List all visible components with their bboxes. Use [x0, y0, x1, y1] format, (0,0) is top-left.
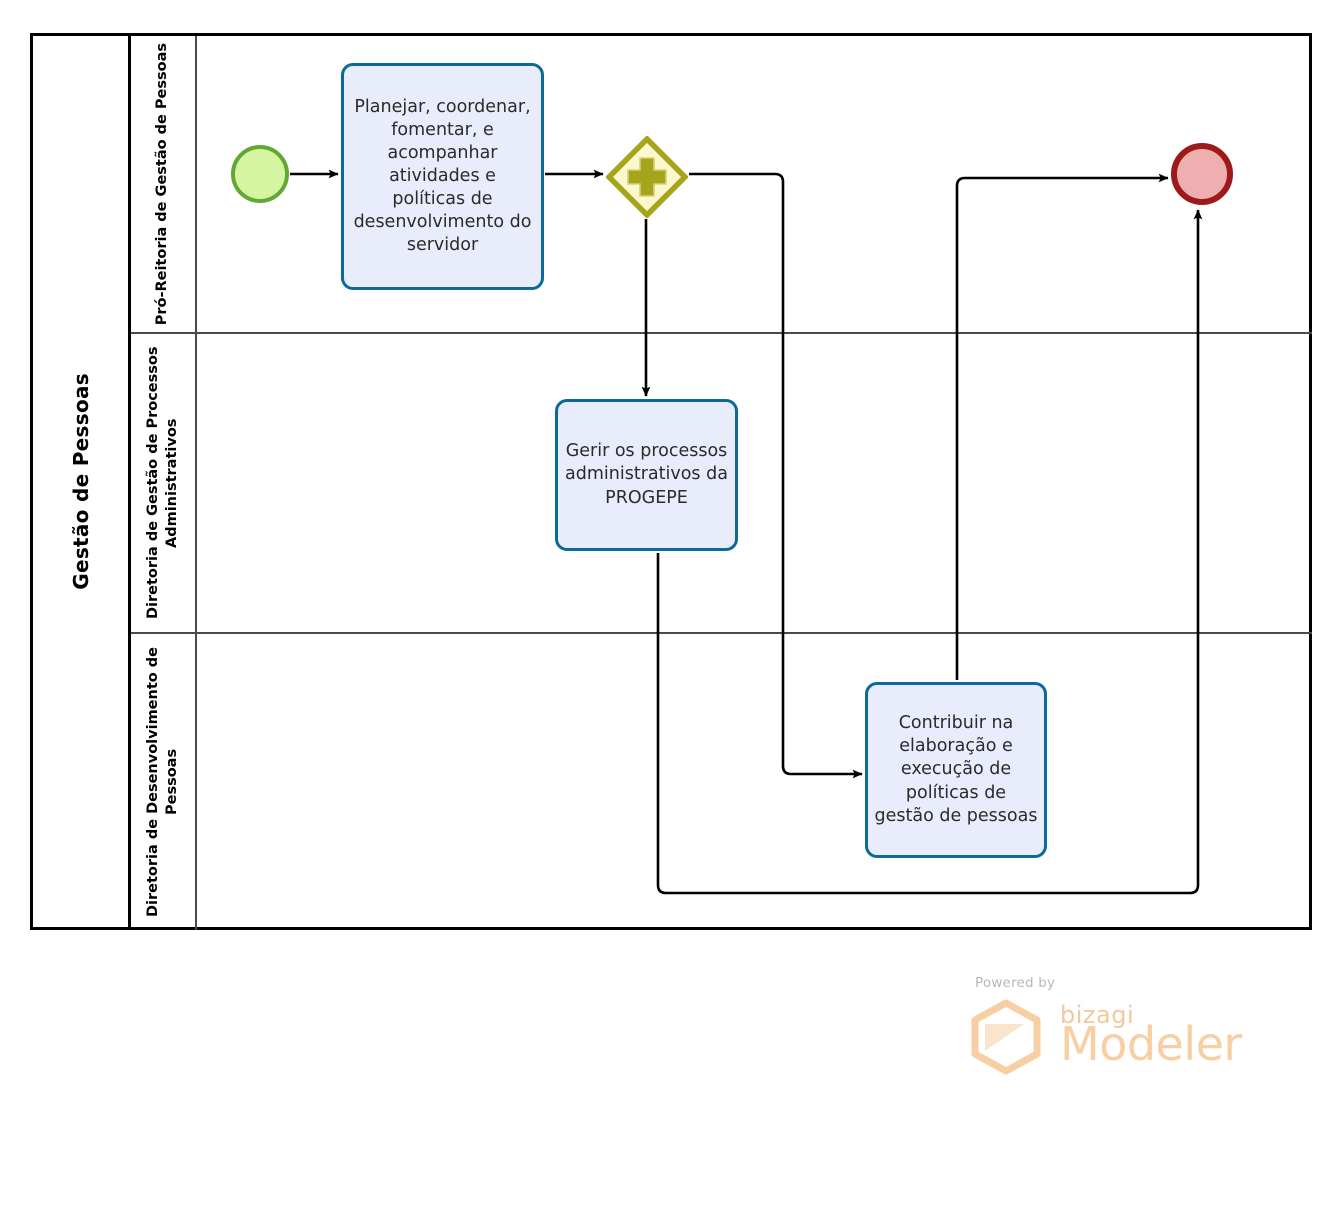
lane-label-diretoria-desenvolvimento: Diretoria de Desenvolvimento de Pessoas: [144, 647, 180, 917]
pool-title: Gestão de Pessoas: [68, 373, 93, 590]
task-planejar[interactable]: Planejar, coordenar, fomentar, e acompan…: [341, 63, 544, 290]
bizagi-watermark: Powered by bizagi Modeler: [968, 975, 1248, 1075]
task-contribuir[interactable]: Contribuir na elaboração e execução de p…: [865, 682, 1047, 858]
watermark-brand: bizagi: [1060, 1001, 1135, 1029]
lane-header-diretoria-processos: Diretoria de Gestão de Processos Adminis…: [131, 334, 197, 632]
watermark-product: Modeler: [1060, 1017, 1242, 1071]
watermark-powered-by: Powered by: [975, 975, 1056, 991]
lane-header-diretoria-desenvolvimento: Diretoria de Desenvolvimento de Pessoas: [131, 634, 197, 930]
lane-header-pro-reitoria: Pró-Reitoria de Gestão de Pessoas: [131, 36, 197, 332]
start-event[interactable]: [231, 145, 289, 203]
task-gerir[interactable]: Gerir os processos administrativos da PR…: [555, 399, 738, 551]
lane-diretoria-desenvolvimento[interactable]: Diretoria de Desenvolvimento de Pessoas: [131, 634, 1312, 930]
lane-pro-reitoria[interactable]: Pró-Reitoria de Gestão de Pessoas: [131, 36, 1312, 334]
bizagi-logo-icon: [968, 999, 1046, 1079]
lane-label-diretoria-processos: Diretoria de Gestão de Processos Adminis…: [144, 346, 180, 620]
pool-header: Gestão de Pessoas: [33, 36, 131, 927]
lane-label-pro-reitoria: Pró-Reitoria de Gestão de Pessoas: [154, 42, 171, 326]
parallel-gateway[interactable]: [606, 136, 688, 218]
plus-icon: [627, 157, 667, 197]
end-event[interactable]: [1171, 143, 1233, 205]
